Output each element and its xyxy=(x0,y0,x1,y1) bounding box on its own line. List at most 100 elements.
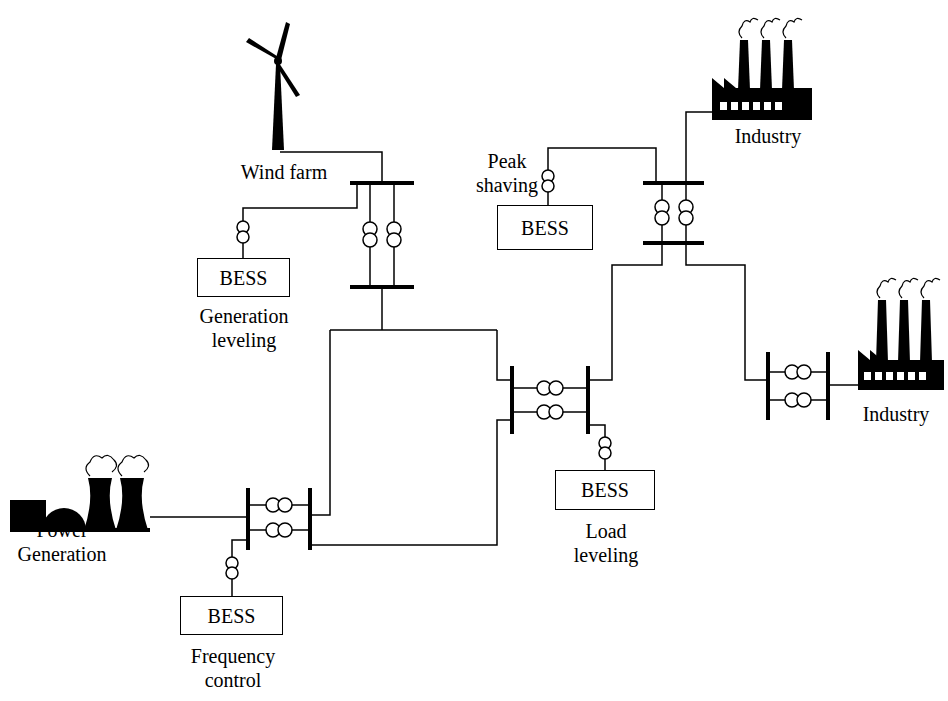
busbar xyxy=(308,488,312,550)
busbar xyxy=(350,285,414,289)
factory-icon xyxy=(864,372,871,380)
wire xyxy=(686,112,712,183)
factory-icon xyxy=(919,372,926,380)
factory-icon xyxy=(899,278,918,298)
factory-icon xyxy=(742,102,749,110)
factory-icon xyxy=(720,102,727,110)
busbar xyxy=(766,352,770,420)
transformer-symbol xyxy=(363,233,377,247)
transformer-symbol xyxy=(599,447,611,459)
busbar xyxy=(643,241,704,245)
busbar xyxy=(248,183,828,550)
busbar xyxy=(643,181,704,185)
factory-icon xyxy=(731,102,738,110)
wire xyxy=(330,329,497,331)
wire xyxy=(150,516,248,518)
wind-turbine xyxy=(274,57,282,65)
factory-icon xyxy=(877,278,896,298)
transformer-symbol xyxy=(226,170,811,579)
factory-icon xyxy=(908,372,915,380)
factory-icon xyxy=(897,372,904,380)
transformer-symbol xyxy=(237,231,249,243)
wire xyxy=(686,243,768,380)
factory-icon xyxy=(775,102,782,110)
storage-box: BESSPeak shaving xyxy=(497,205,593,250)
transformer-symbol xyxy=(797,365,811,379)
wire xyxy=(381,287,383,330)
factory-icon xyxy=(761,18,780,38)
role-caption: Peak shaving xyxy=(462,149,552,197)
factory-icon xyxy=(858,278,944,390)
factory-icon xyxy=(876,300,888,362)
power-plant-icon xyxy=(116,478,148,530)
transformer-symbol xyxy=(542,180,554,192)
transformer-symbol xyxy=(278,523,292,537)
wind-turbine xyxy=(272,64,284,150)
wind-turbine xyxy=(246,38,280,60)
factory-icon xyxy=(760,40,772,90)
factory-icon xyxy=(739,18,758,38)
wire xyxy=(548,148,656,205)
wind-turbine xyxy=(276,22,290,60)
transformer-symbol xyxy=(549,405,563,419)
power-plant-icon xyxy=(86,455,149,476)
busbar xyxy=(510,366,514,434)
wind-turbine xyxy=(246,22,300,150)
busbar xyxy=(246,488,250,550)
factory-icon xyxy=(712,18,812,120)
box-label: BESS xyxy=(220,266,268,290)
transformer-symbol xyxy=(387,233,401,247)
storage-box: BESSFrequency control xyxy=(180,596,283,635)
factory-icon xyxy=(764,102,771,110)
box-label: BESS xyxy=(208,604,256,628)
place-label: Industry xyxy=(851,402,941,426)
role-caption: Generation leveling xyxy=(179,304,309,352)
busbar xyxy=(586,366,590,434)
factory-icon xyxy=(739,18,802,38)
factory-icon xyxy=(753,102,760,110)
wire xyxy=(150,112,858,596)
factory-icon xyxy=(877,278,940,298)
factory-icon xyxy=(782,40,794,90)
transformer-symbol xyxy=(226,567,238,579)
factory-icon xyxy=(864,372,926,380)
role-caption: Frequency control xyxy=(173,644,293,692)
place-label: Industry xyxy=(718,124,818,148)
wire xyxy=(310,420,512,545)
box-label: BESS xyxy=(521,216,569,240)
factory-icon xyxy=(921,278,940,298)
wire xyxy=(828,384,858,386)
factory-icon xyxy=(783,18,802,38)
wire xyxy=(243,183,357,258)
factory-icon xyxy=(875,372,882,380)
factory-icon xyxy=(858,350,882,360)
transformer-symbol xyxy=(797,393,811,407)
factory-icon xyxy=(738,40,750,90)
place-label: Wind farm xyxy=(224,160,344,184)
storage-box: BESSGeneration leveling xyxy=(197,258,290,297)
wire xyxy=(310,330,330,515)
busbar xyxy=(826,352,830,420)
factory-icon xyxy=(920,300,932,362)
transformer-symbol xyxy=(679,211,693,225)
wire xyxy=(588,243,662,380)
busbar xyxy=(350,181,414,185)
factory-icon xyxy=(720,102,782,110)
power-plant-icon xyxy=(86,455,117,476)
factory-icon xyxy=(898,300,910,362)
wire xyxy=(497,330,512,380)
factory-icon xyxy=(712,78,736,88)
power-plant-icon xyxy=(84,478,116,530)
power-plant-icon xyxy=(118,455,149,476)
wind-turbine xyxy=(276,63,300,97)
transformer-symbol xyxy=(549,381,563,395)
transformer-symbol xyxy=(278,498,292,512)
storage-box: BESSLoad leveling xyxy=(555,470,655,510)
box-label: BESS xyxy=(581,478,629,502)
role-caption: Load leveling xyxy=(556,519,656,567)
factory-icon xyxy=(858,360,944,390)
